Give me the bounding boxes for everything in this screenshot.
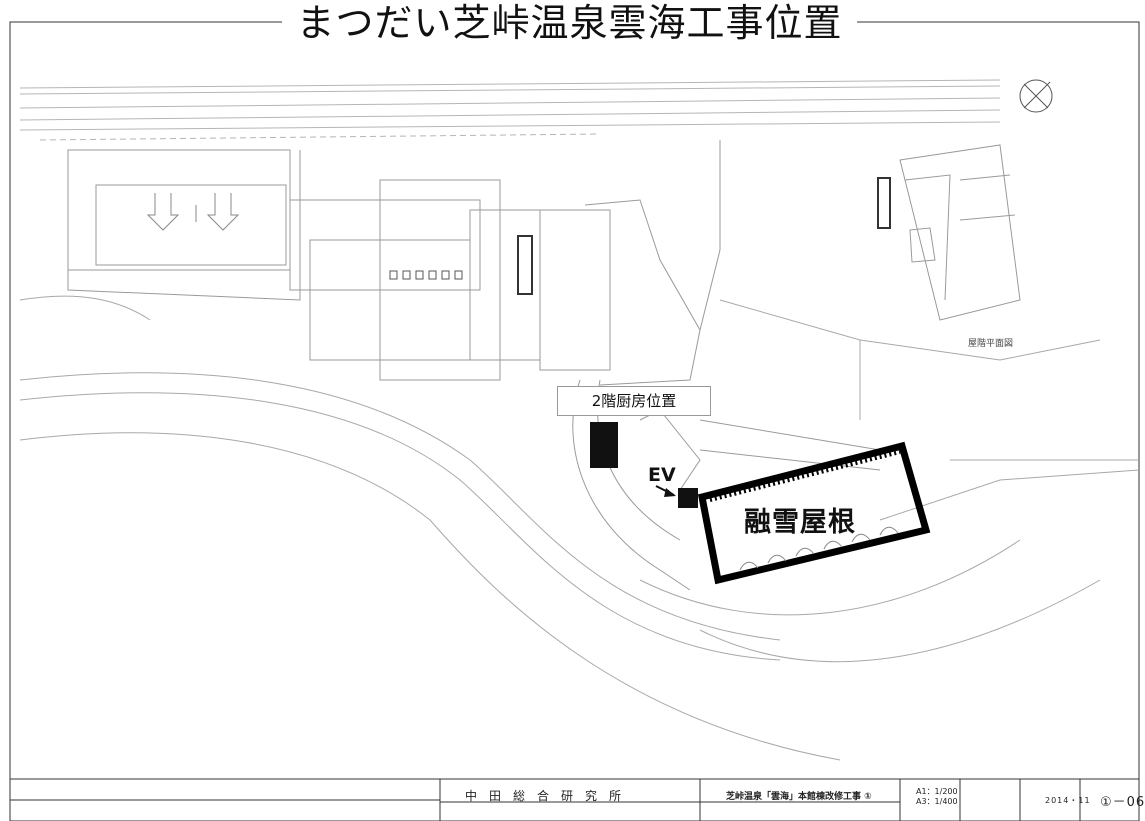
annex-building <box>877 144 1021 321</box>
compass-icon <box>1019 79 1053 113</box>
scale: A1：1/200 A3：1/400 <box>916 787 958 807</box>
ev-arrow-icon <box>655 485 676 497</box>
building-outlines <box>67 140 881 591</box>
drawing-date: 2014・11 <box>1045 796 1091 805</box>
stair-column <box>517 235 533 295</box>
snow-melt-roof-outline <box>697 441 931 585</box>
kitchen-location-label: 2階厨房位置 <box>557 386 711 416</box>
page-title: まつだい芝峠温泉雲海工事位置 <box>0 0 1139 48</box>
firm-name: 中田総合研究所 <box>465 789 634 803</box>
scale-a1: A1：1/200 <box>916 787 958 796</box>
scale-a3: A3：1/400 <box>916 797 958 806</box>
project-name: 芝峠温泉「雲海」本館棟改修工事 ① <box>726 792 872 802</box>
parking-arrows <box>146 193 240 231</box>
ev-label: EV <box>648 464 676 486</box>
drawing-number: ①－06 <box>1100 795 1145 810</box>
drawing-frame <box>9 21 1140 821</box>
ev-square <box>678 488 698 508</box>
window-squares <box>389 270 463 280</box>
access-roads <box>19 295 1140 761</box>
snow-melt-roof-label: 融雪屋根 <box>744 507 856 538</box>
road-lines-top <box>19 79 1001 141</box>
roof-floor-plan-label: 屋階平面図 <box>968 339 1014 349</box>
title-block-lines <box>10 778 1139 821</box>
kitchen-block <box>590 422 618 468</box>
title-block: 中田総合研究所 芝峠温泉「雲海」本館棟改修工事 ① A1：1/200 A3：1/… <box>10 779 1144 821</box>
